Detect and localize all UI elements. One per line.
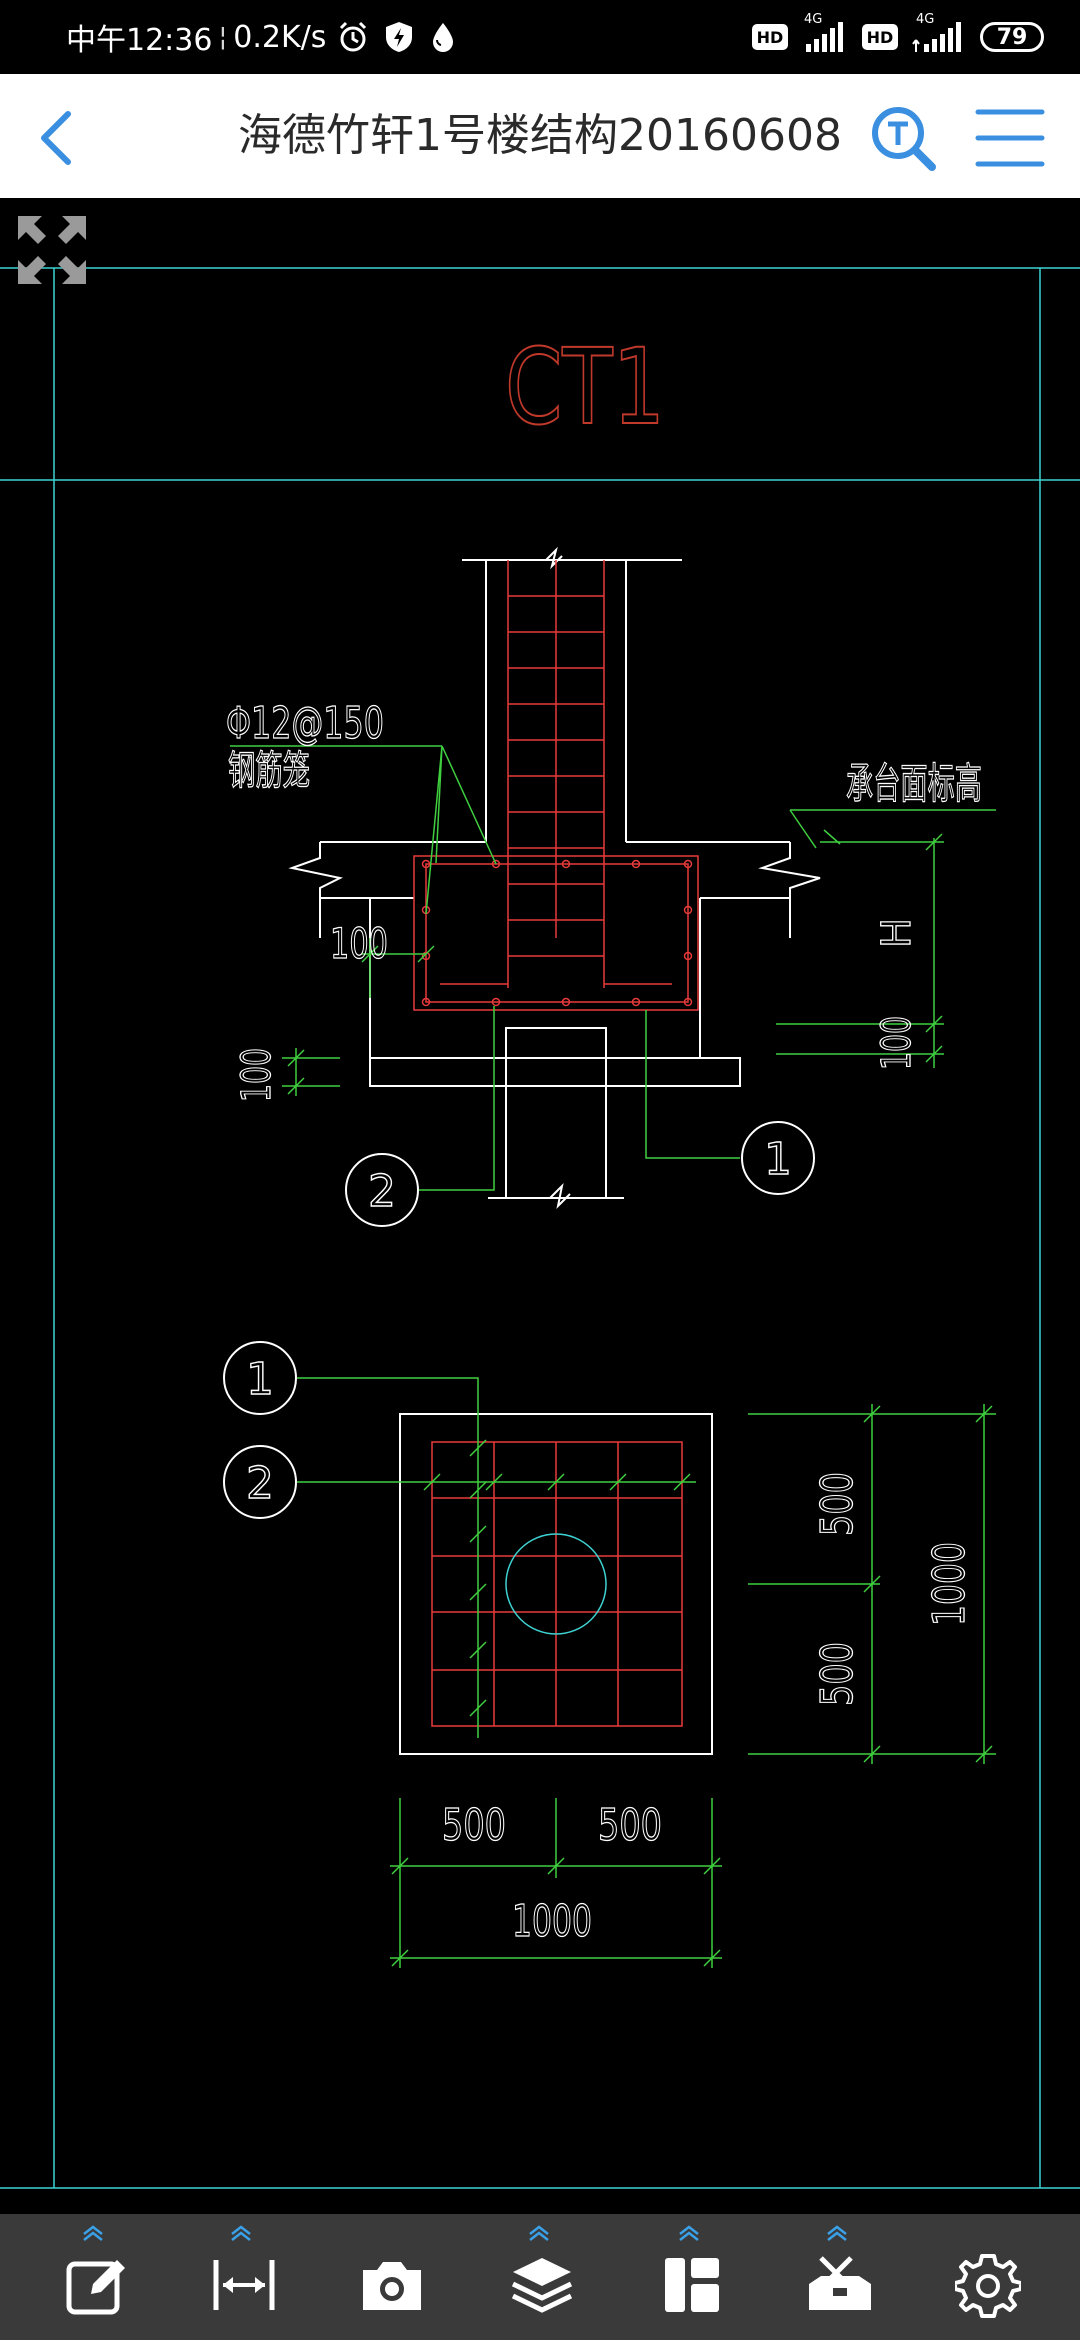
drawing-canvas[interactable]: CT1 [0,198,1080,2214]
fit-screen-button[interactable] [14,212,90,288]
signal-icon [806,22,843,52]
section-dimensions [230,745,996,1191]
cap-outline [399,1413,713,1755]
camera-tool[interactable] [344,2214,434,2340]
cap-top-elevation-label: 承台面标高 [846,759,982,808]
settings-icon [955,2254,1021,2318]
chevron-up-icon [529,2225,549,2241]
rebar-cage-note: 钢筋笼 [228,748,310,794]
sheet-title: CT1 [505,326,665,448]
plan-dim-v-total: 1000 [924,1542,975,1626]
annotate-icon [66,2260,125,2315]
plan-view: 1 2 500 500 1000 500 500 1000 [223,1341,996,1968]
menu-icon [975,109,1045,167]
chevron-up-icon [231,2225,251,2241]
hd-badge: HD [752,24,788,50]
plan-dimensions [296,1377,996,1968]
plan-dim-v-top: 500 [812,1472,863,1536]
back-button[interactable] [22,102,94,174]
shield-icon [386,22,413,52]
camera-icon [363,2262,421,2310]
callout-1-label: 1 [764,1134,792,1185]
plan-callout-1-label: 1 [246,1354,274,1405]
drawing-frame [0,267,1080,2189]
plan-dim-h-total: 1000 [512,1896,592,1947]
bottom-toolbar [0,2214,1080,2340]
dim-cover-100: 100 [330,919,388,968]
layers-tool[interactable] [494,2214,584,2340]
hd-badge-2: HD [862,24,898,50]
menu-button[interactable] [970,102,1050,174]
status-right: HD 4G HD 4G 79 [752,12,1044,60]
pile-section [505,1533,607,1635]
plan-callout-circle-2 [223,1445,297,1519]
plan-rebar-grid [431,1441,683,1727]
callout-circle-2 [345,1153,419,1227]
layers-icon [511,2258,573,2313]
chevron-up-icon [827,2225,847,2241]
clock: 中午12:36 [66,23,213,58]
text-search-icon [872,107,936,171]
measure-tool[interactable] [196,2214,286,2340]
plan-callout-2-label: 2 [246,1458,274,1509]
signal-4g-1: 4G [802,12,848,54]
settings-tool[interactable] [940,2214,1030,2340]
status-separator: ¦ [218,22,228,52]
rebar-spec-note: Φ12@150 [226,698,384,749]
back-arrow-icon [41,111,71,165]
network-type-2: 4G [916,12,935,27]
rebar-cage [413,560,699,1011]
plan-dim-h-right: 500 [598,1800,662,1851]
dim-cushion-100: 100 [234,1048,280,1102]
layout-icon [665,2258,719,2312]
section-view: 2 1 Φ12@150 钢筋笼 承台面标高 100 100 H 100 [225,546,996,1227]
annotate-tool[interactable] [48,2214,138,2340]
battery-indicator: 79 [980,22,1044,52]
measure-icon [213,2260,275,2310]
signal-4g-2: 4G [912,12,966,54]
expand-icon [18,216,86,284]
chevron-up-icon [83,2225,103,2241]
column-outline [288,546,821,1210]
toolbox-tool[interactable] [792,2214,882,2340]
dim-height-h: H [874,918,920,948]
plan-callout-circle-1 [223,1341,297,1415]
callout-circle-1 [741,1121,815,1195]
network-type: 4G [804,12,823,27]
text-search-button[interactable] [866,102,946,174]
alarm-icon [340,21,367,52]
network-speed: 0.2K/s [233,19,327,55]
dim-right-100: 100 [874,1016,920,1070]
cad-drawing[interactable]: CT1 [0,198,1080,2214]
status-left: 中午12:36 ¦ 0.2K/s [66,14,458,60]
callout-2-label: 2 [368,1166,396,1217]
plan-dim-h-left: 500 [442,1800,506,1851]
drop-icon [433,23,454,52]
rebar-dots [421,859,693,1007]
chevron-up-icon [679,2225,699,2241]
toolbox-icon [809,2256,871,2310]
plan-dim-v-bottom: 500 [812,1642,863,1706]
layout-tool[interactable] [644,2214,734,2340]
signal-icon-2 [912,22,961,52]
status-bar: 中午12:36 ¦ 0.2K/s HD 4G HD 4G [0,0,1080,74]
document-title: 海德竹轩1号楼结构20160608 [238,110,842,161]
app-header: 海德竹轩1号楼结构20160608 [0,74,1080,198]
